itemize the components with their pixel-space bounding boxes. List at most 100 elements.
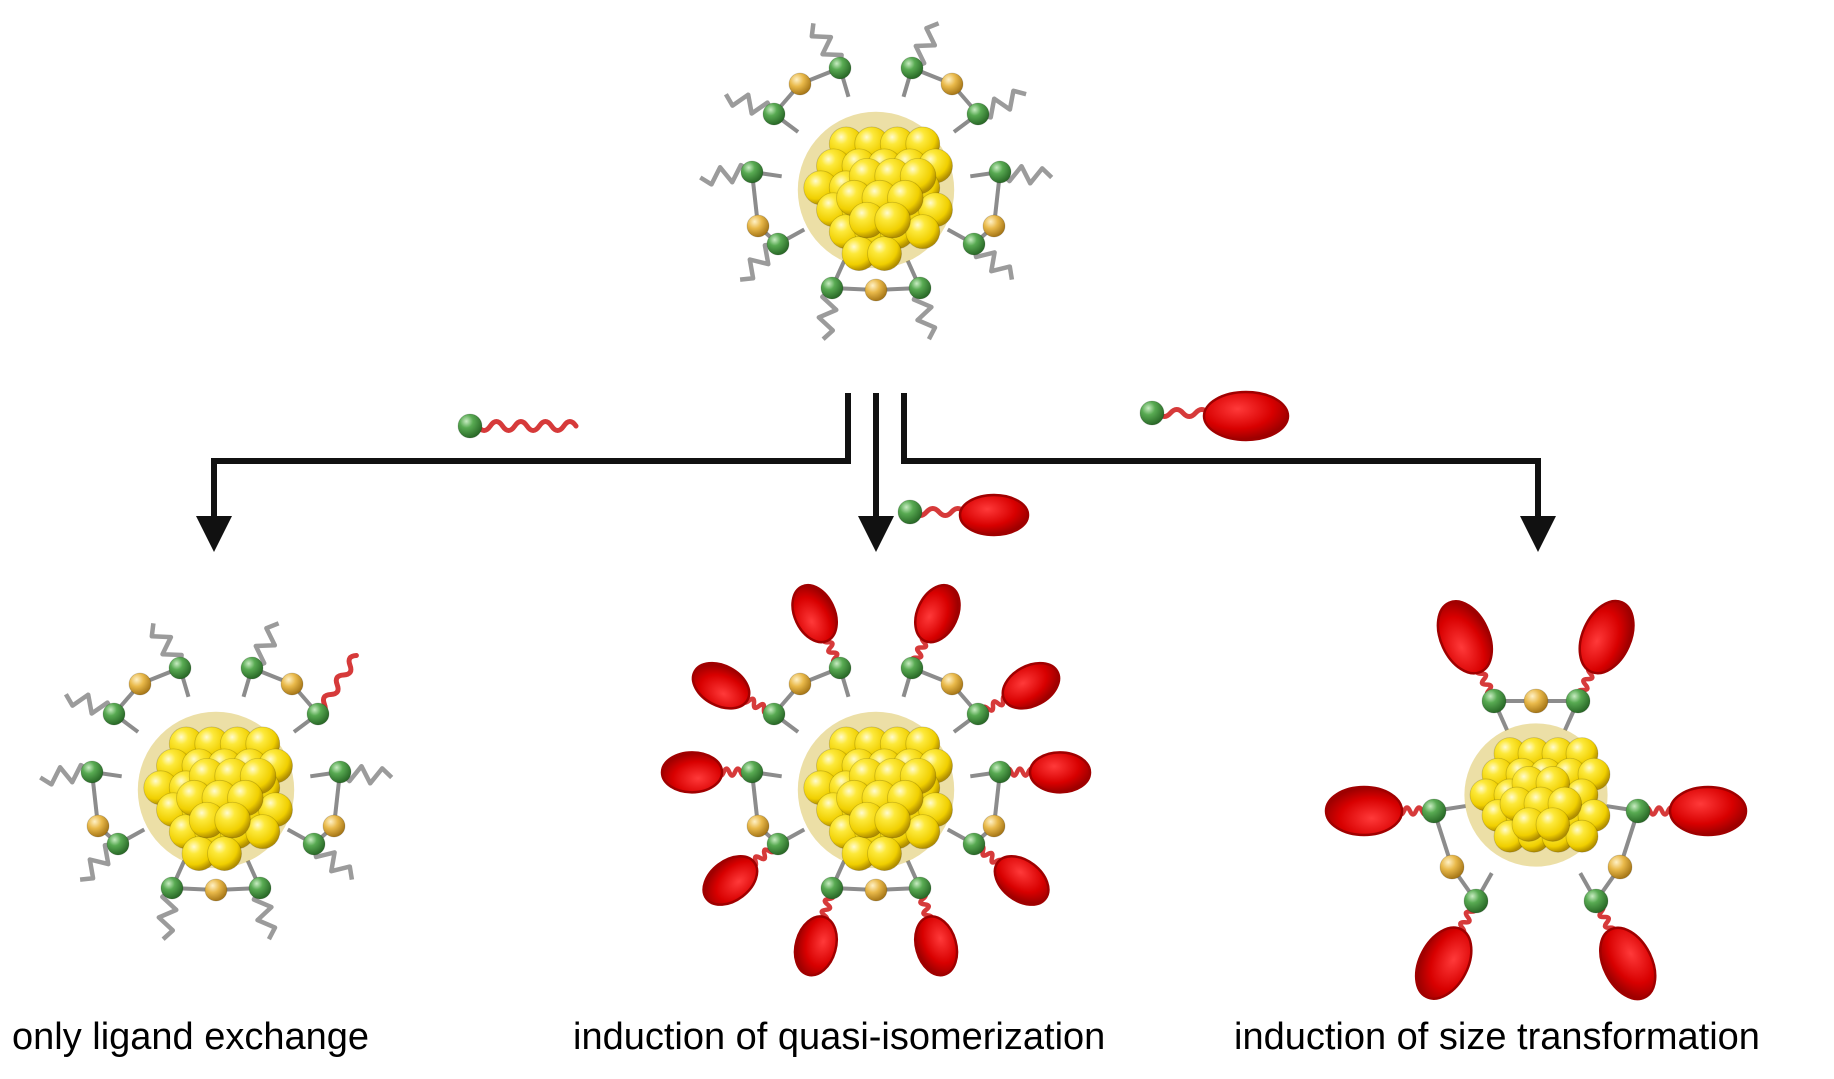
sulfur-atom	[828, 656, 852, 680]
gold-atom	[245, 814, 281, 850]
reagent-chain-thiol	[457, 413, 579, 439]
sulfur-atom	[988, 760, 1012, 784]
red-ligand-chain	[475, 419, 579, 433]
sulfur-atom	[966, 702, 990, 726]
gold-core	[137, 711, 295, 871]
reaction-arrows	[196, 393, 1556, 552]
reagent-bulky-thiol-right	[1139, 390, 1290, 442]
bulky-ligand	[1414, 926, 1473, 1000]
sulfur-atom	[766, 232, 790, 256]
sulfur-atom	[766, 832, 790, 856]
sulfur-atom	[1625, 798, 1651, 824]
staple-gold-atom	[1439, 854, 1465, 880]
arrow-middle-head	[858, 516, 894, 552]
bulky-ligand	[1001, 661, 1061, 710]
sulfur-atom	[820, 876, 844, 900]
bulky-ligand	[1436, 600, 1494, 675]
gold-atom	[214, 801, 251, 839]
sulfur-atom	[900, 56, 924, 80]
sulfur-atom	[306, 702, 330, 726]
isomer-cluster	[660, 583, 1092, 977]
sulfur-atom	[80, 760, 104, 784]
arrow-left-head	[196, 516, 232, 552]
sulfur-atom	[908, 876, 932, 900]
sulfur-atom	[168, 656, 192, 680]
sulfur-atom	[966, 102, 990, 126]
staple-gold-atom	[746, 214, 770, 238]
staple-gold-atom	[788, 672, 812, 696]
staple-gold-atom	[1523, 688, 1549, 714]
gold-atom	[867, 236, 902, 271]
sulfur-atom	[988, 160, 1012, 184]
staple-gold-atom	[940, 72, 964, 96]
reagent-bulky-thiol-middle	[897, 493, 1030, 537]
staple-gold-atom	[864, 878, 888, 902]
bulky-ligand	[1324, 785, 1404, 837]
bulky-ligand	[1668, 785, 1748, 837]
bulky-ligand	[660, 751, 724, 794]
bulky-ligand	[791, 583, 838, 644]
staple-gold-atom	[86, 814, 110, 838]
arrow-right-head	[1520, 516, 1556, 552]
gold-core	[797, 111, 955, 271]
gold-atom	[867, 836, 902, 871]
bulky-ligand	[993, 855, 1050, 906]
gold-atom	[207, 836, 242, 871]
bulky-ligand	[913, 915, 959, 977]
sulfur-atom	[160, 876, 184, 900]
sulfur-atom	[1139, 400, 1165, 426]
gold-atom	[905, 814, 941, 850]
sulfur-atom	[1481, 688, 1507, 714]
caption-quasi-isomerization: induction of quasi-isomerization	[573, 1016, 1106, 1058]
staple-gold-atom	[322, 814, 346, 838]
sulfur-atom	[1583, 888, 1609, 914]
sulfur-atom	[908, 276, 932, 300]
sulfur-atom	[328, 760, 352, 784]
red-ligand-chain	[911, 506, 967, 518]
bulky-ligand	[1202, 390, 1290, 442]
staple-gold-atom	[982, 814, 1006, 838]
bulky-ligand	[1599, 926, 1657, 1001]
sulfur-atom	[897, 499, 923, 525]
smaller-cluster	[1324, 599, 1748, 1001]
staple-gold-atom	[280, 672, 304, 696]
bulky-ligand	[691, 661, 751, 710]
bulky-ligand	[1578, 599, 1635, 675]
caption-size-transformation: induction of size transformation	[1234, 1016, 1760, 1058]
gold-atom	[905, 214, 941, 250]
sulfur-atom	[457, 413, 483, 439]
gold-atom	[874, 201, 911, 239]
red-ligand-chain	[1155, 407, 1211, 419]
arrow-left	[211, 393, 851, 520]
staple-gold-atom	[864, 278, 888, 302]
sulfur-atom	[820, 276, 844, 300]
sulfur-atom	[962, 232, 986, 256]
staple-gold-atom	[788, 72, 812, 96]
staple-gold-atom	[128, 672, 152, 696]
sulfur-atom	[962, 832, 986, 856]
staple-gold-atom	[982, 214, 1006, 238]
gold-core	[797, 711, 955, 871]
staple-gold-atom	[204, 878, 228, 902]
parent-cluster	[699, 21, 1054, 341]
exchanged-cluster	[39, 621, 394, 941]
gold-atom	[1535, 807, 1570, 842]
exchanged-red-ligand	[315, 653, 359, 717]
arrow-right	[901, 393, 1541, 520]
sulfur-atom	[1463, 888, 1489, 914]
sulfur-atom	[302, 832, 326, 856]
staple-gold-atom	[940, 672, 964, 696]
sulfur-atom	[740, 160, 764, 184]
sulfur-atom	[1565, 688, 1591, 714]
bulky-ligand	[958, 493, 1030, 537]
gold-atom	[874, 801, 911, 839]
sulfur-atom	[106, 832, 130, 856]
sulfur-atom	[762, 102, 786, 126]
sulfur-atom	[102, 702, 126, 726]
sulfur-atom	[248, 876, 272, 900]
staple-gold-atom	[1607, 854, 1633, 880]
sulfur-atom	[828, 56, 852, 80]
bulky-ligand	[1028, 751, 1092, 794]
bulky-ligand	[702, 855, 759, 906]
